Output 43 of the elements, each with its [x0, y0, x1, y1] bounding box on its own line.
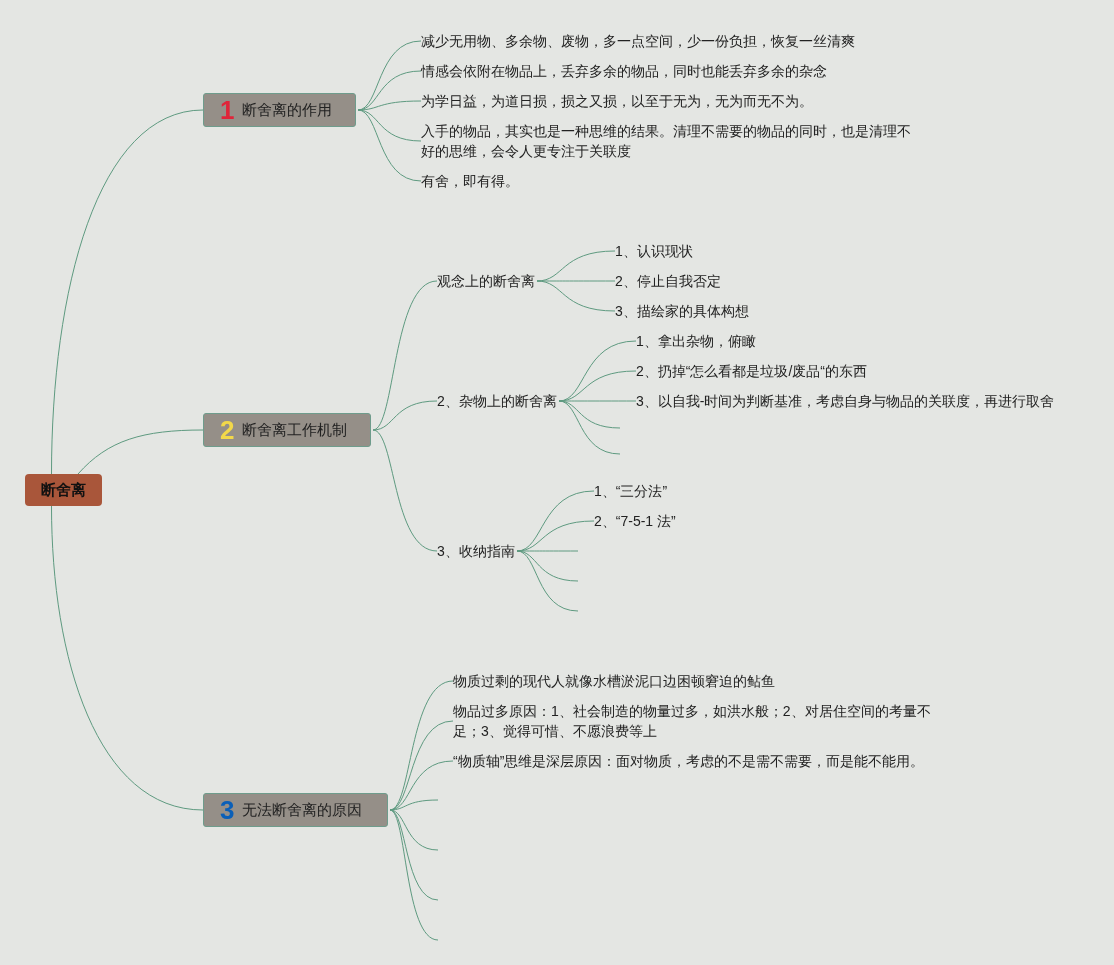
branch-label: “物质轴”思维是深层原因：面对物质，考虑的不是需不需要，而是能不能用。 [453, 751, 925, 771]
central-topic-box: 断舍离 [25, 474, 102, 506]
topic-title: 断舍离工作机制 [242, 420, 348, 440]
branch-line [372, 429, 438, 552]
branch-line [372, 400, 438, 431]
branch-label: 入手的物品，其实也是一种思维的结果。清理不需要的物品的同时，也是清理不好的思维，会令人更专注于关联度 [421, 121, 916, 161]
branch-line [558, 400, 621, 455]
branch-line [372, 280, 438, 431]
branch-label: 1、认识现状 [615, 241, 693, 261]
topic-number: 1 [220, 95, 235, 125]
branch-label: 为学日益，为道日损，损之又损，以至于无为，无为而无不为。 [421, 91, 813, 111]
branch-label: 2、扔掉“怎么看都是垃圾/废品“的东西 [636, 361, 867, 381]
branch-label: 物质过剩的现代人就像水槽淤泥口边困顿窘迫的鲇鱼 [453, 671, 775, 691]
branch-line [357, 109, 422, 182]
branch-label: 2、停止自我否定 [615, 271, 721, 291]
branch-line [516, 550, 579, 582]
branch-line [51, 505, 204, 811]
branch-label: 1、拿出杂物，俯瞰 [636, 331, 756, 351]
branch-label: 3、以自我-时间为判断基准，考虑自身与物品的关联度，再进行取舍 [636, 391, 1055, 411]
branch-line [536, 280, 616, 312]
topic-number: 2 [220, 415, 235, 445]
topic-box [203, 413, 371, 447]
branch-label: 物品过多原因：1、社会制造的物量过多，如洪水般；2、对居住空间的考量不足；3、觉得可惜、不愿浪费等上 [453, 701, 938, 741]
branch-line [516, 550, 579, 612]
topic-number: 3 [220, 795, 235, 825]
branch-line [51, 109, 204, 475]
branch-label: 3、描绘家的具体构想 [615, 301, 749, 321]
branch-line [357, 109, 422, 142]
branch-line [389, 809, 439, 901]
branch-label: 观念上的断舍离 [437, 271, 535, 291]
branch-label: 3、收纳指南 [437, 541, 515, 561]
branch-label: 有舍，即有得。 [421, 171, 519, 191]
branch-label: 情感会依附在物品上，丢弃多余的物品，同时也能丢弃多余的杂念 [421, 61, 827, 81]
topic-box [203, 93, 356, 127]
topic-title: 断舍离的作用 [242, 100, 333, 120]
branch-label: 减少无用物、多余物、废物，多一点空间，少一份负担，恢复一丝清爽 [421, 31, 855, 51]
topic-box [203, 793, 388, 827]
branch-label: 2、杂物上的断舍离 [437, 391, 557, 411]
branch-line [77, 429, 204, 475]
topic-title: 无法断舍离的原因 [242, 800, 363, 820]
branch-label: 1、“三分法” [594, 481, 668, 501]
branch-line [389, 809, 439, 941]
branch-label: 2、“7-5-1 法” [594, 511, 676, 531]
